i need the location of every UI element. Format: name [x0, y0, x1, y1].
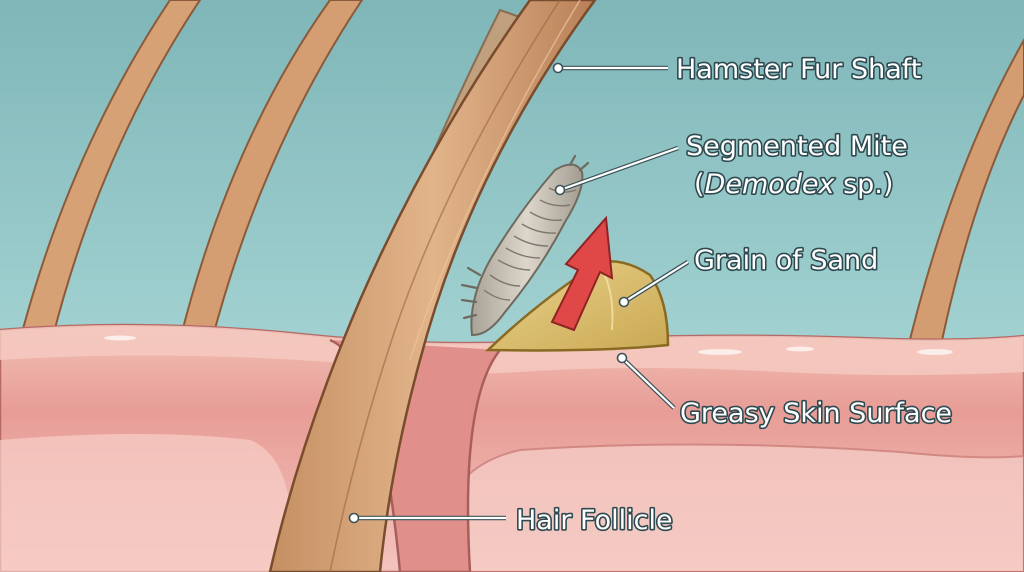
fur-strand — [903, 37, 1024, 361]
segmented-mite — [460, 154, 590, 337]
leader-fur-shaft — [552, 62, 668, 74]
fur-shaft-texture — [329, 0, 561, 572]
leader-skin — [616, 352, 676, 410]
label-mite-genus: Demodex — [705, 169, 836, 200]
label-grain-of-sand: Grain of Sand — [694, 245, 878, 276]
direction-arrow — [550, 215, 614, 332]
leader-sand — [618, 260, 690, 308]
leader-mite — [554, 145, 679, 196]
label-mite-species: (Demodex sp.) — [694, 169, 893, 200]
main-fur-shaft — [268, 0, 597, 572]
label-greasy-skin-surface: Greasy Skin Surface — [680, 398, 952, 429]
fur-shaft-highlight — [409, 0, 581, 361]
label-segmented-mite: Segmented Mite — [686, 131, 908, 162]
leader-lines — [348, 62, 690, 524]
fur-strand — [18, 0, 202, 341]
leader-follicle — [348, 512, 506, 524]
fur-strand — [178, 0, 364, 341]
label-hamster-fur-shaft: Hamster Fur Shaft — [676, 54, 921, 85]
dermis-tissue — [0, 434, 292, 572]
label-hair-follicle: Hair Follicle — [516, 505, 673, 536]
grease-highlights — [104, 335, 953, 355]
